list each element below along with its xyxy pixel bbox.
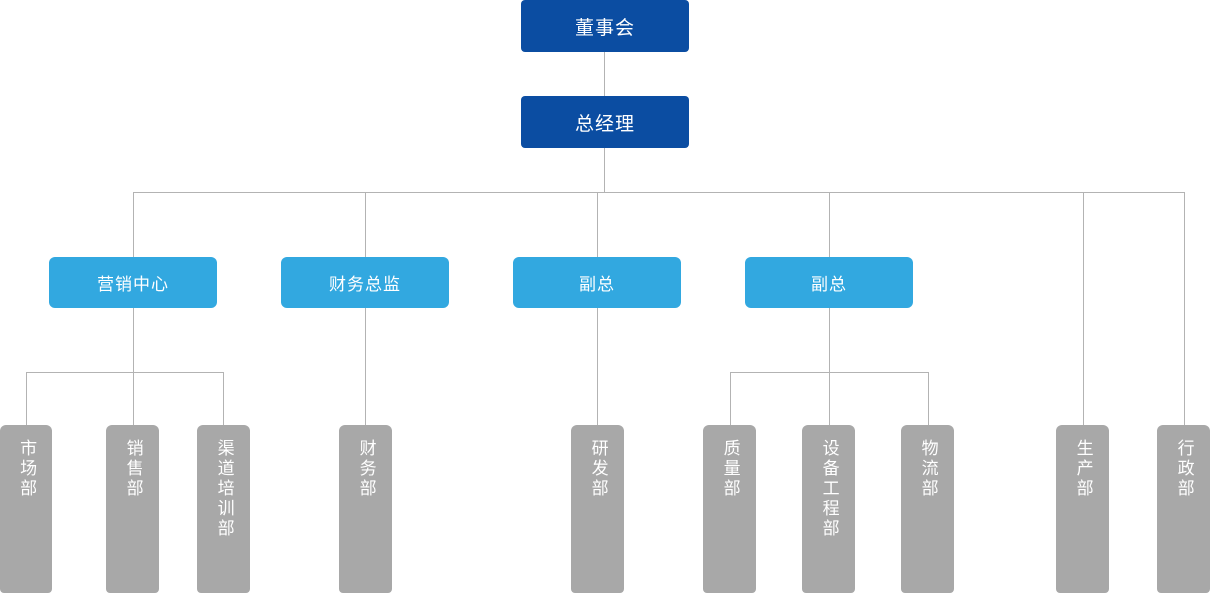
node-sales-dept[interactable]: 销售部 bbox=[106, 425, 159, 593]
node-board[interactable]: 董事会 bbox=[521, 0, 689, 52]
node-rd-dept-label: 研发部 bbox=[587, 439, 608, 499]
connector-bus-to-vp-2 bbox=[829, 192, 830, 257]
node-quality-dept-label: 质量部 bbox=[719, 439, 740, 499]
connector-bus-to-marketing-center bbox=[133, 192, 134, 257]
connector-bus-to-finance-director bbox=[365, 192, 366, 257]
connector-subbus-to-channel-training-dept bbox=[223, 372, 224, 425]
node-rd-dept[interactable]: 研发部 bbox=[571, 425, 624, 593]
connector-main-bus bbox=[133, 192, 1185, 193]
connector-vp-1-to-rd-dept bbox=[597, 308, 598, 425]
connector-subbus-to-equipment-engineering-dept bbox=[829, 372, 830, 425]
connector-marketing-center-to-subbus bbox=[133, 308, 134, 372]
connector-finance-director-to-finance-dept bbox=[365, 308, 366, 425]
node-board-label: 董事会 bbox=[574, 16, 635, 39]
connector-gm-to-bus bbox=[604, 148, 605, 192]
node-logistics-dept-label: 物流部 bbox=[917, 439, 938, 499]
node-finance-dept-label: 财务部 bbox=[355, 439, 376, 499]
node-channel-training-dept-label: 渠道培训部 bbox=[213, 439, 234, 539]
node-sales-dept-label: 销售部 bbox=[122, 439, 143, 499]
node-logistics-dept[interactable]: 物流部 bbox=[901, 425, 954, 593]
node-vp-2[interactable]: 副总 bbox=[745, 257, 913, 308]
connector-marketing-subbus bbox=[26, 372, 224, 373]
node-finance-director-label: 财务总监 bbox=[329, 275, 401, 295]
node-administration-dept-label: 行政部 bbox=[1173, 439, 1194, 499]
node-equipment-engineering-dept[interactable]: 设备工程部 bbox=[802, 425, 855, 593]
connector-board-to-gm bbox=[604, 52, 605, 96]
connector-subbus-to-market-dept bbox=[26, 372, 27, 425]
node-vp-1-label: 副总 bbox=[579, 275, 615, 295]
node-administration-dept[interactable]: 行政部 bbox=[1157, 425, 1210, 593]
node-vp-2-label: 副总 bbox=[811, 275, 847, 295]
node-general-manager[interactable]: 总经理 bbox=[521, 96, 689, 148]
connector-subbus-to-sales-dept bbox=[133, 372, 134, 425]
node-equipment-engineering-dept-label: 设备工程部 bbox=[818, 439, 839, 539]
node-finance-director[interactable]: 财务总监 bbox=[281, 257, 449, 308]
node-production-dept[interactable]: 生产部 bbox=[1056, 425, 1109, 593]
node-finance-dept[interactable]: 财务部 bbox=[339, 425, 392, 593]
connector-subbus-to-logistics-dept bbox=[928, 372, 929, 425]
node-quality-dept[interactable]: 质量部 bbox=[703, 425, 756, 593]
connector-subbus-to-quality-dept bbox=[730, 372, 731, 425]
node-production-dept-label: 生产部 bbox=[1072, 439, 1093, 499]
node-market-dept[interactable]: 市场部 bbox=[0, 425, 52, 593]
node-marketing-center[interactable]: 营销中心 bbox=[49, 257, 217, 308]
connector-bus-to-production-dept bbox=[1083, 192, 1084, 425]
node-general-manager-label: 总经理 bbox=[574, 112, 635, 135]
connector-vp-2-to-subbus bbox=[829, 308, 830, 372]
connector-bus-to-administration-dept bbox=[1184, 192, 1185, 425]
node-market-dept-label: 市场部 bbox=[16, 439, 37, 499]
connector-bus-to-vp-1 bbox=[597, 192, 598, 257]
node-vp-1[interactable]: 副总 bbox=[513, 257, 681, 308]
node-channel-training-dept[interactable]: 渠道培训部 bbox=[197, 425, 250, 593]
node-marketing-center-label: 营销中心 bbox=[97, 275, 169, 295]
